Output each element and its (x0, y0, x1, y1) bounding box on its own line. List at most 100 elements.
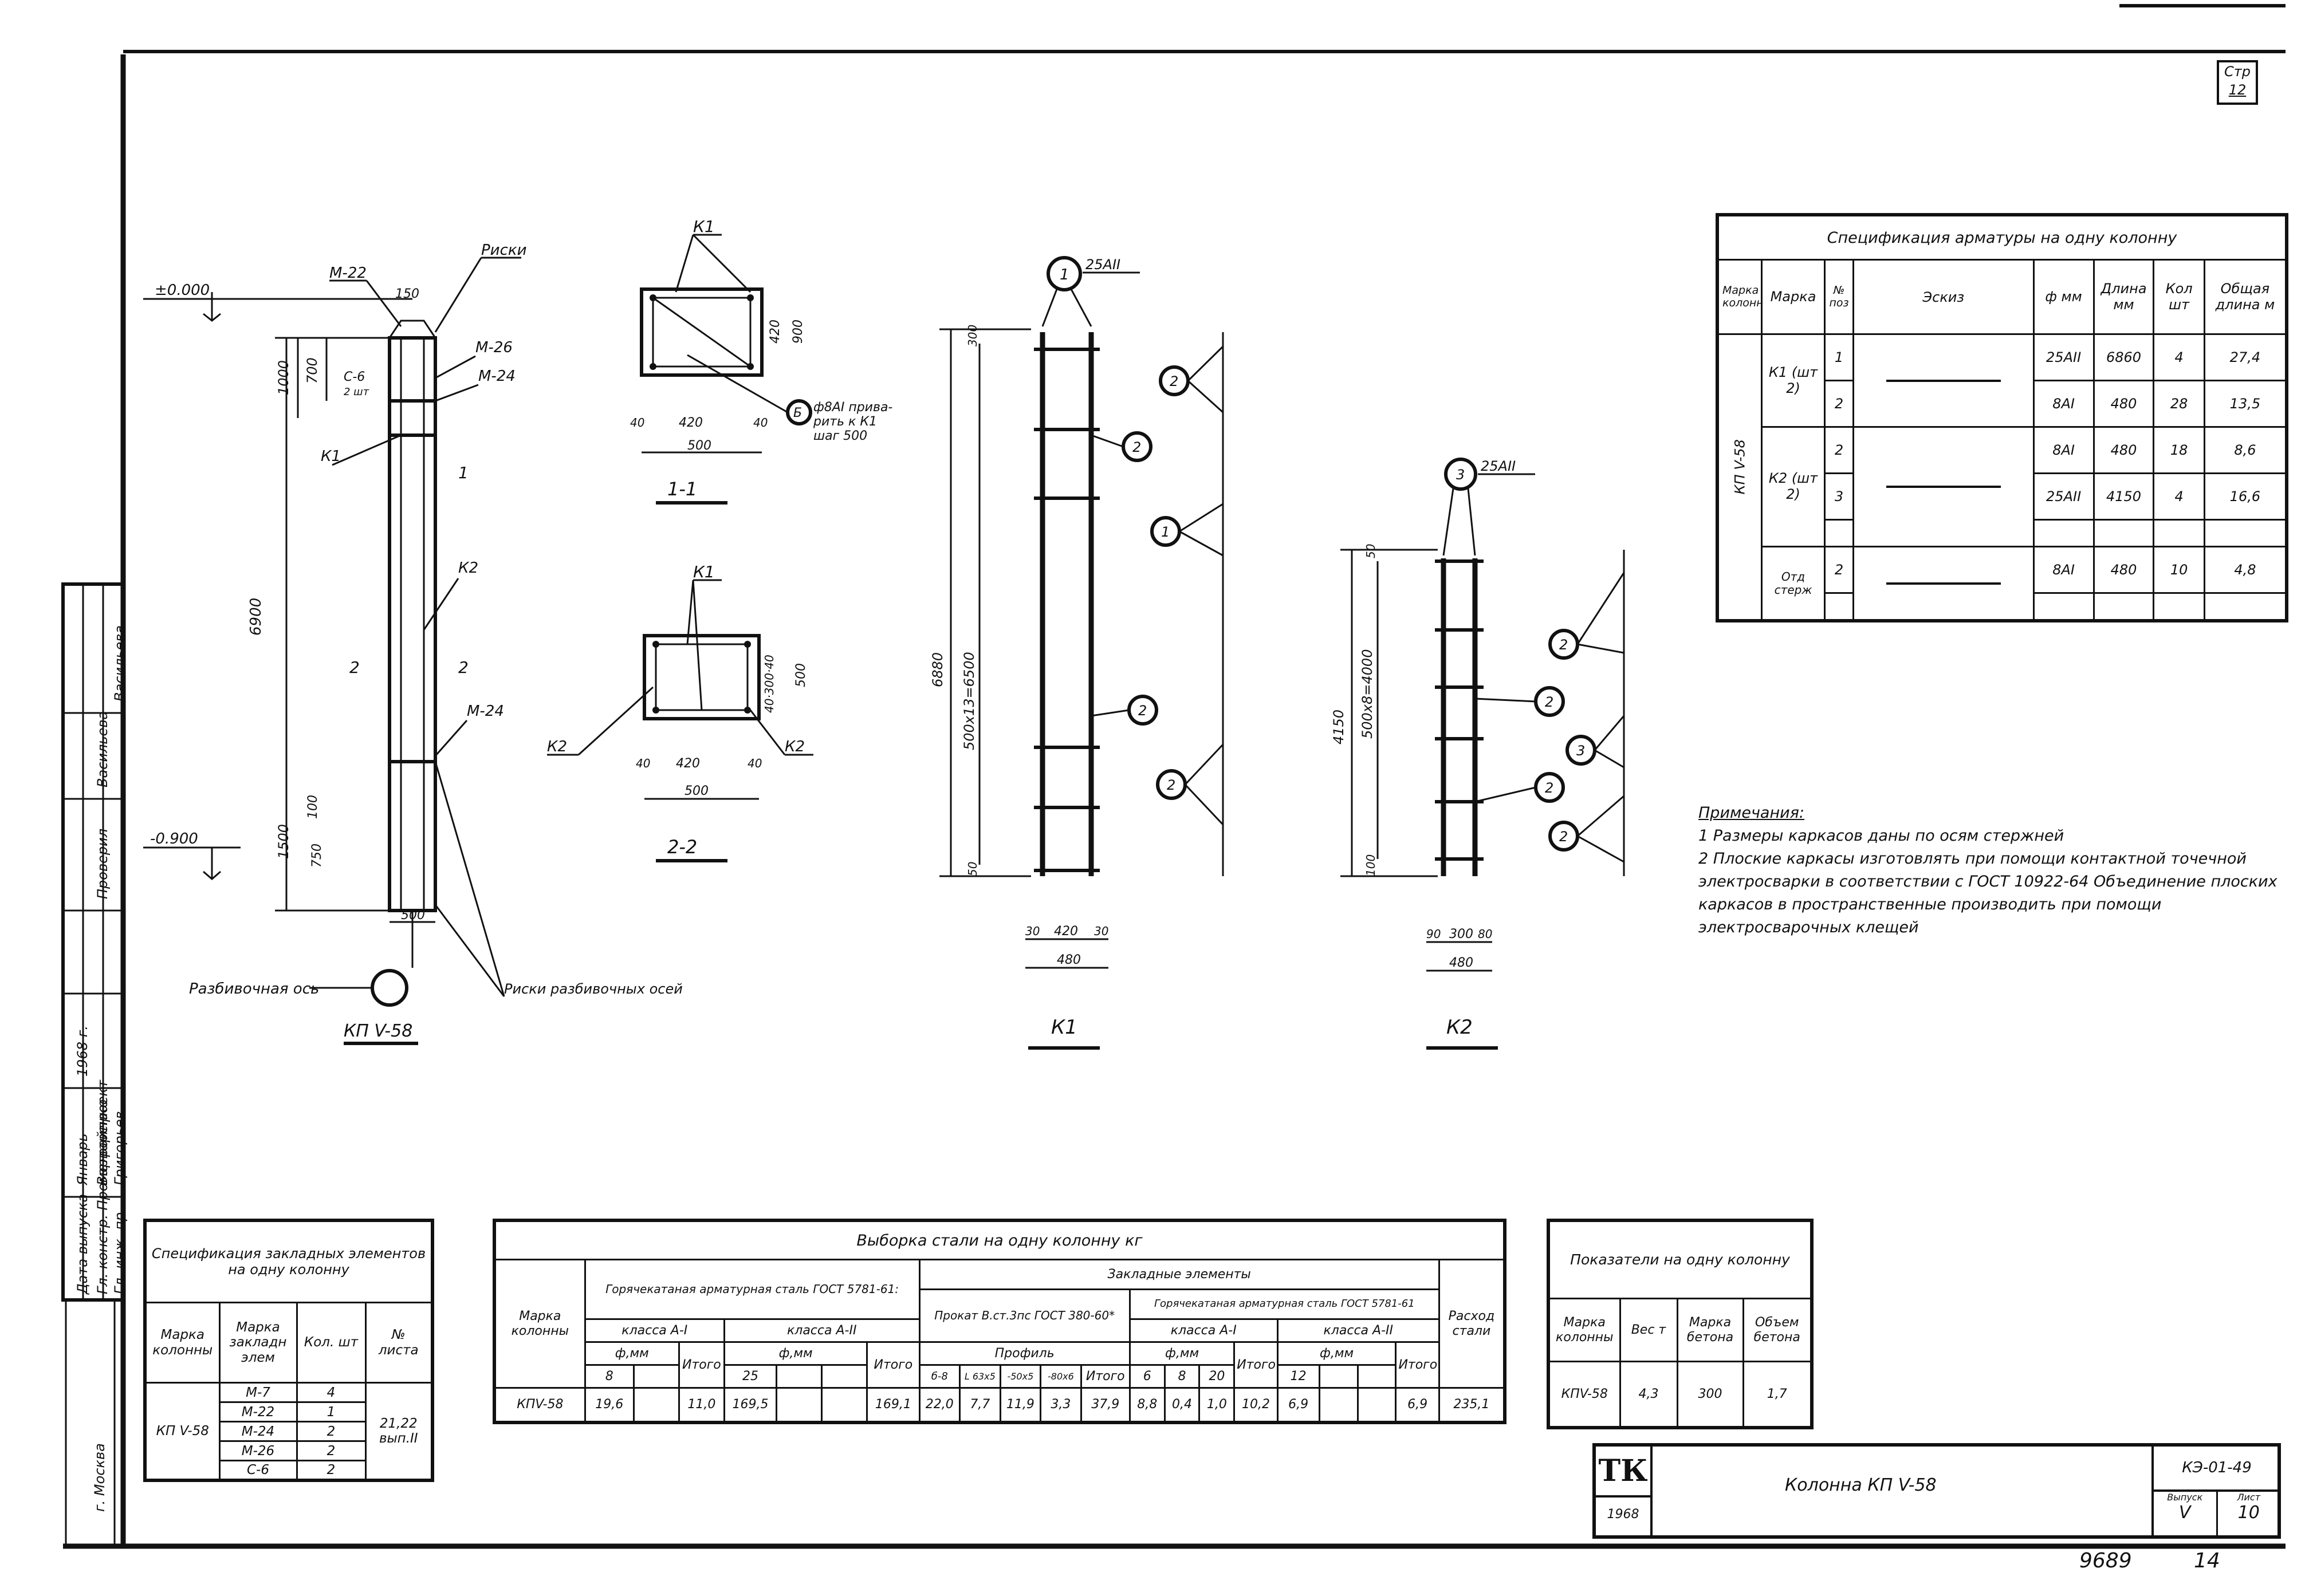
rebar-qty: 4 (2153, 333, 2205, 381)
steel-val: 10,2 (1233, 1387, 1279, 1423)
s22-k2-left: К2 (547, 738, 567, 755)
k2-bubble-2b: 2 (1545, 694, 1553, 710)
k2-bubble-2a: 2 (1559, 637, 1568, 653)
rebar-total: 16,6 (2203, 472, 2288, 521)
k1-dim-420: 420 (1054, 924, 1078, 939)
steel-val: 0,4 (1163, 1387, 1201, 1423)
steel-val: 6,9 (1276, 1387, 1320, 1423)
s22-dim-420: 420 (676, 756, 700, 771)
perf-weight: 4,3 (1619, 1361, 1678, 1428)
dim-700: 700 (304, 357, 320, 384)
rebar-sketch-loose (1852, 546, 2035, 622)
steel-sub (1356, 1364, 1397, 1389)
rebar-qty (2153, 592, 2205, 622)
steel-hdr-profile-sub: Профиль (918, 1341, 1131, 1366)
embed-hdr-column: Марка колонны (144, 1302, 221, 1384)
steel-sub: б-8 (918, 1364, 961, 1389)
k1-dim-30a: 30 (1025, 924, 1040, 938)
title-year: 1968 (1607, 1507, 1639, 1522)
rebar-qty (2153, 519, 2205, 547)
s22-k2-right: К2 (785, 738, 805, 755)
steel-sub (776, 1364, 823, 1389)
s11-note-2: рить к К1 (813, 415, 877, 429)
k1-dim-total: 6880 (930, 652, 946, 687)
footer-page: 14 (2194, 1549, 2220, 1573)
s22-dim-500: 500 (685, 784, 709, 798)
sidebar-date: 1968 г. (74, 1026, 91, 1077)
embed-spec-title: Спецификация закладных элементов на одну… (144, 1219, 434, 1303)
rebar-dia: 8АI (2032, 380, 2095, 428)
rebar-qty: 18 (2153, 426, 2205, 474)
s11-dim-900: 900 (791, 320, 805, 344)
steel-sub (632, 1364, 680, 1389)
indicators-title: Показатели на одну колонну (1547, 1219, 1813, 1299)
embed-qty: 2 (296, 1421, 367, 1442)
s11-dim-40b: 40 (753, 416, 768, 429)
notes-block: Примечания: 1 Размеры каркасов даны по о… (1698, 802, 2294, 939)
frame-k2-drawing: 4150 500x8=4000 50 100 3 25АII 2 2 3 2 2… (1331, 458, 1625, 1050)
frame-k1-drawing: 6880 500x13=6500 300 50 1 25АII 2 2 1 2 … (930, 256, 1224, 1050)
embed-column-mark: КП V-58 (144, 1382, 221, 1481)
k1-dim-top: 300 (966, 325, 980, 346)
k1-dim-bot: 50 (966, 862, 980, 876)
steel-sub: 6 (1128, 1364, 1166, 1389)
embed-mark: М-24 (218, 1421, 298, 1442)
sheet-number: 10 (2237, 1503, 2260, 1523)
k2-dim-80b: 80 (1478, 927, 1492, 941)
rebar-total: 4,8 (2203, 546, 2288, 594)
steel-val: 7,7 (959, 1387, 1001, 1423)
rebar-pos: 1 (1824, 333, 1854, 381)
elevation-caption: КП V-58 (344, 1021, 412, 1041)
sheet-label: Лист (2237, 1492, 2261, 1503)
rebar-pos (1824, 592, 1854, 622)
steel-val: 169,1 (866, 1387, 921, 1423)
steel-sub: 8 (584, 1364, 635, 1389)
sidebar-check-2: Васильева (95, 711, 111, 787)
title-code-cell: КЭ-01-49 Выпуск V Лист 10 (2151, 1447, 2280, 1535)
steel-row-mark: КПV-58 (493, 1387, 586, 1423)
embed-c6-label: С-6 (344, 370, 365, 384)
axis-marks-label: Риски разбивочных осей (504, 981, 683, 997)
issue-label: Выпуск (2167, 1492, 2203, 1503)
steel-hdr-total-1: Итого (678, 1341, 725, 1389)
embed-qty: 1 (296, 1401, 367, 1422)
rebar-qty: 4 (2153, 472, 2205, 521)
top-level-label: ±0.000 (155, 282, 210, 299)
rebar-hdr-dia: ф мм (2032, 259, 2095, 335)
s22-k1-label: К1 (693, 562, 715, 581)
k2-bubble-2c: 2 (1545, 780, 1553, 796)
rebar-hdr-qty: Кол шт (2153, 259, 2205, 335)
sidebar-name-1: Варваренко (95, 1099, 111, 1185)
title-block: ТК 1968 Колонна КП V-58 КЭ-01-49 Выпуск … (1592, 1443, 2281, 1539)
embed-hdr-qty: Кол. шт (296, 1302, 367, 1384)
embed-hdr-sheet: № листа (364, 1302, 434, 1384)
steel-sub: 20 (1198, 1364, 1236, 1389)
page-number: 12 (2228, 82, 2247, 98)
rebar-dia (2032, 592, 2095, 622)
lift-loop-label: Риски (481, 242, 526, 259)
steel-sub (1318, 1364, 1359, 1389)
perf-hdr-grade: Марка бетона (1676, 1298, 1744, 1362)
rebar-hdr-sketch: Эскиз (1852, 259, 2035, 335)
archive-number: 9689 (2079, 1549, 2132, 1573)
rebar-sketch-k2 (1852, 426, 2035, 547)
k1-bubble-2b: 2 (1132, 439, 1141, 455)
s11-dim-420: 420 (679, 416, 703, 430)
embed-c6-qty: 2 шт (344, 386, 369, 398)
steel-hdr-embed: Закладные элементы (918, 1259, 1440, 1290)
rebar-total: 8,6 (2203, 426, 2288, 474)
steel-val: 22,0 (918, 1387, 961, 1423)
rebar-dia: 25АII (2032, 333, 2095, 381)
dim-150: 150 (395, 287, 419, 301)
steel-sub (821, 1364, 868, 1389)
steel-hdr-dia2: ф,мм (723, 1341, 868, 1366)
note-item-2: 2 Плоские каркасы изготовлять при помощи… (1698, 850, 2277, 936)
s22-dim-40b: 40 (748, 756, 762, 770)
rebar-hdr-mark: Марка (1760, 259, 1826, 335)
section-2-2: К1 К2 К2 420 40 40 500 40·300·40 500 2-2 (547, 562, 813, 862)
rebar-spec-title: Спецификация арматуры на одну колонну (1716, 214, 2288, 261)
steel-hdr-class2: класса А-II (723, 1318, 921, 1343)
steel-val: 3,3 (1040, 1387, 1082, 1423)
rebar-spec-table: Спецификация арматуры на одну колонну Ма… (1716, 213, 2288, 622)
s11-k1-label: К1 (693, 217, 715, 236)
